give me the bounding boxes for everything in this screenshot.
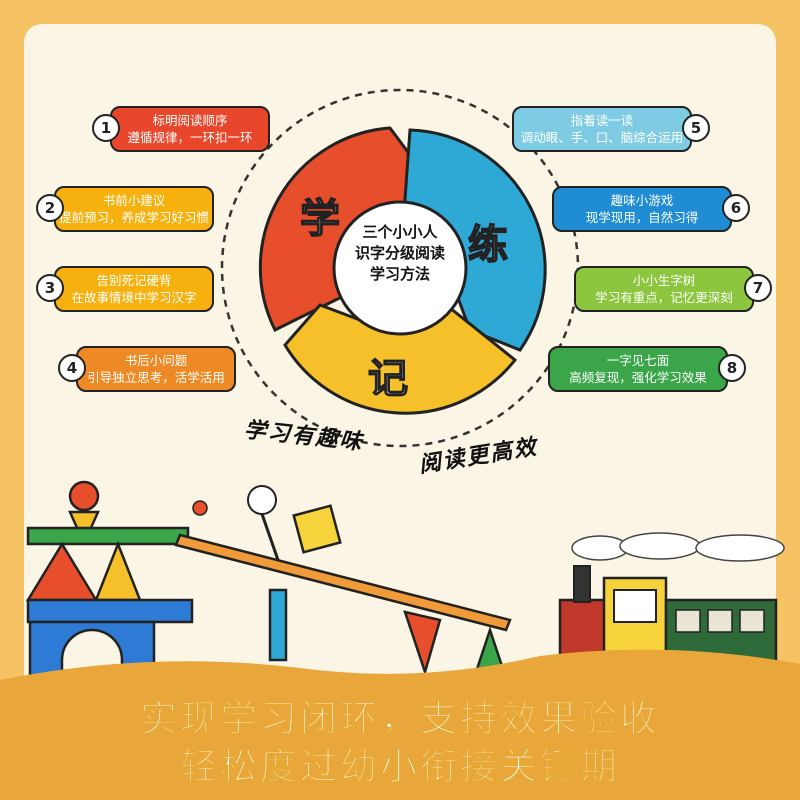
card-title: 指着读一读 [570,113,634,128]
card-subtitle: 遵循规律，一环扣一环 [127,130,253,145]
feature-card-8: 8 一字见七面 高频复现，强化学习效果 [548,346,746,392]
blocks-illustration [25,480,512,682]
center-title-line: 学习方法 [369,265,430,283]
step-number-badge: 5 [682,114,710,142]
card-subtitle: 提前预习，养成学习好习惯 [58,210,209,225]
card-title: 书前小建议 [102,193,166,208]
card-title: 一字见七面 [606,353,670,368]
center-title-line: 识字分级阅读 [354,244,445,262]
segment-red [258,126,427,333]
center-title: 三个小小人 识字分级阅读 学习方法 [340,222,460,285]
step-number-badge: 8 [718,354,746,382]
card-title: 小小生字树 [632,273,696,288]
bottom-headline-1: 实现学习闭环，支持效果验收 [140,697,660,741]
card-title: 标明阅读顺序 [152,113,228,128]
segment-label-learn: 学 [299,195,341,243]
feature-card-5: 5 指着读一读 调动眼、手、口、脑综合运用 [512,106,710,152]
segment-yellow [283,265,518,415]
card-subtitle: 引导独立思考，活学活用 [87,370,225,385]
segment-label-practice: 练 [467,221,509,269]
card-title: 告别死记硬背 [96,273,172,288]
card-subtitle: 在故事情境中学习汉字 [71,290,197,305]
step-number-badge: 7 [744,274,772,302]
step-number-badge: 4 [58,354,86,382]
card-subtitle: 现学现用，自然习得 [585,210,699,225]
center-disc [332,200,468,336]
feature-card-4: 4 书后小问题 引导独立思考，活学活用 [58,346,236,392]
feature-card-3: 3 告别死记硬背 在故事情境中学习汉字 [36,266,214,312]
segment-label-remember: 记 [367,355,409,403]
step-number-badge: 1 [92,114,120,142]
center-title-line: 三个小小人 [362,223,438,241]
card-subtitle: 调动眼、手、口、脑综合运用 [520,130,684,145]
card-subtitle: 学习有重点，记忆更深刻 [595,290,733,305]
feature-card-2: 2 书前小建议 提前预习，养成学习好习惯 [36,186,214,232]
bottom-headline-2: 轻松度过幼小衔接关键期 [180,745,620,789]
ground-band [0,649,800,800]
segment-blue [398,128,547,352]
feature-card-7: 7 小小生字树 学习有重点，记忆更深刻 [574,266,772,312]
card-title: 书后小问题 [124,353,188,368]
step-number-badge: 3 [36,274,64,302]
card-title: 趣味小游戏 [610,193,674,208]
step-number-badge: 2 [36,194,64,222]
card-subtitle: 高频复现，强化学习效果 [569,370,707,385]
step-number-badge: 6 [722,194,750,222]
feature-card-1: 1 标明阅读顺序 遵循规律，一环扣一环 [92,106,270,152]
feature-card-6: 6 趣味小游戏 现学现用，自然习得 [552,186,750,232]
